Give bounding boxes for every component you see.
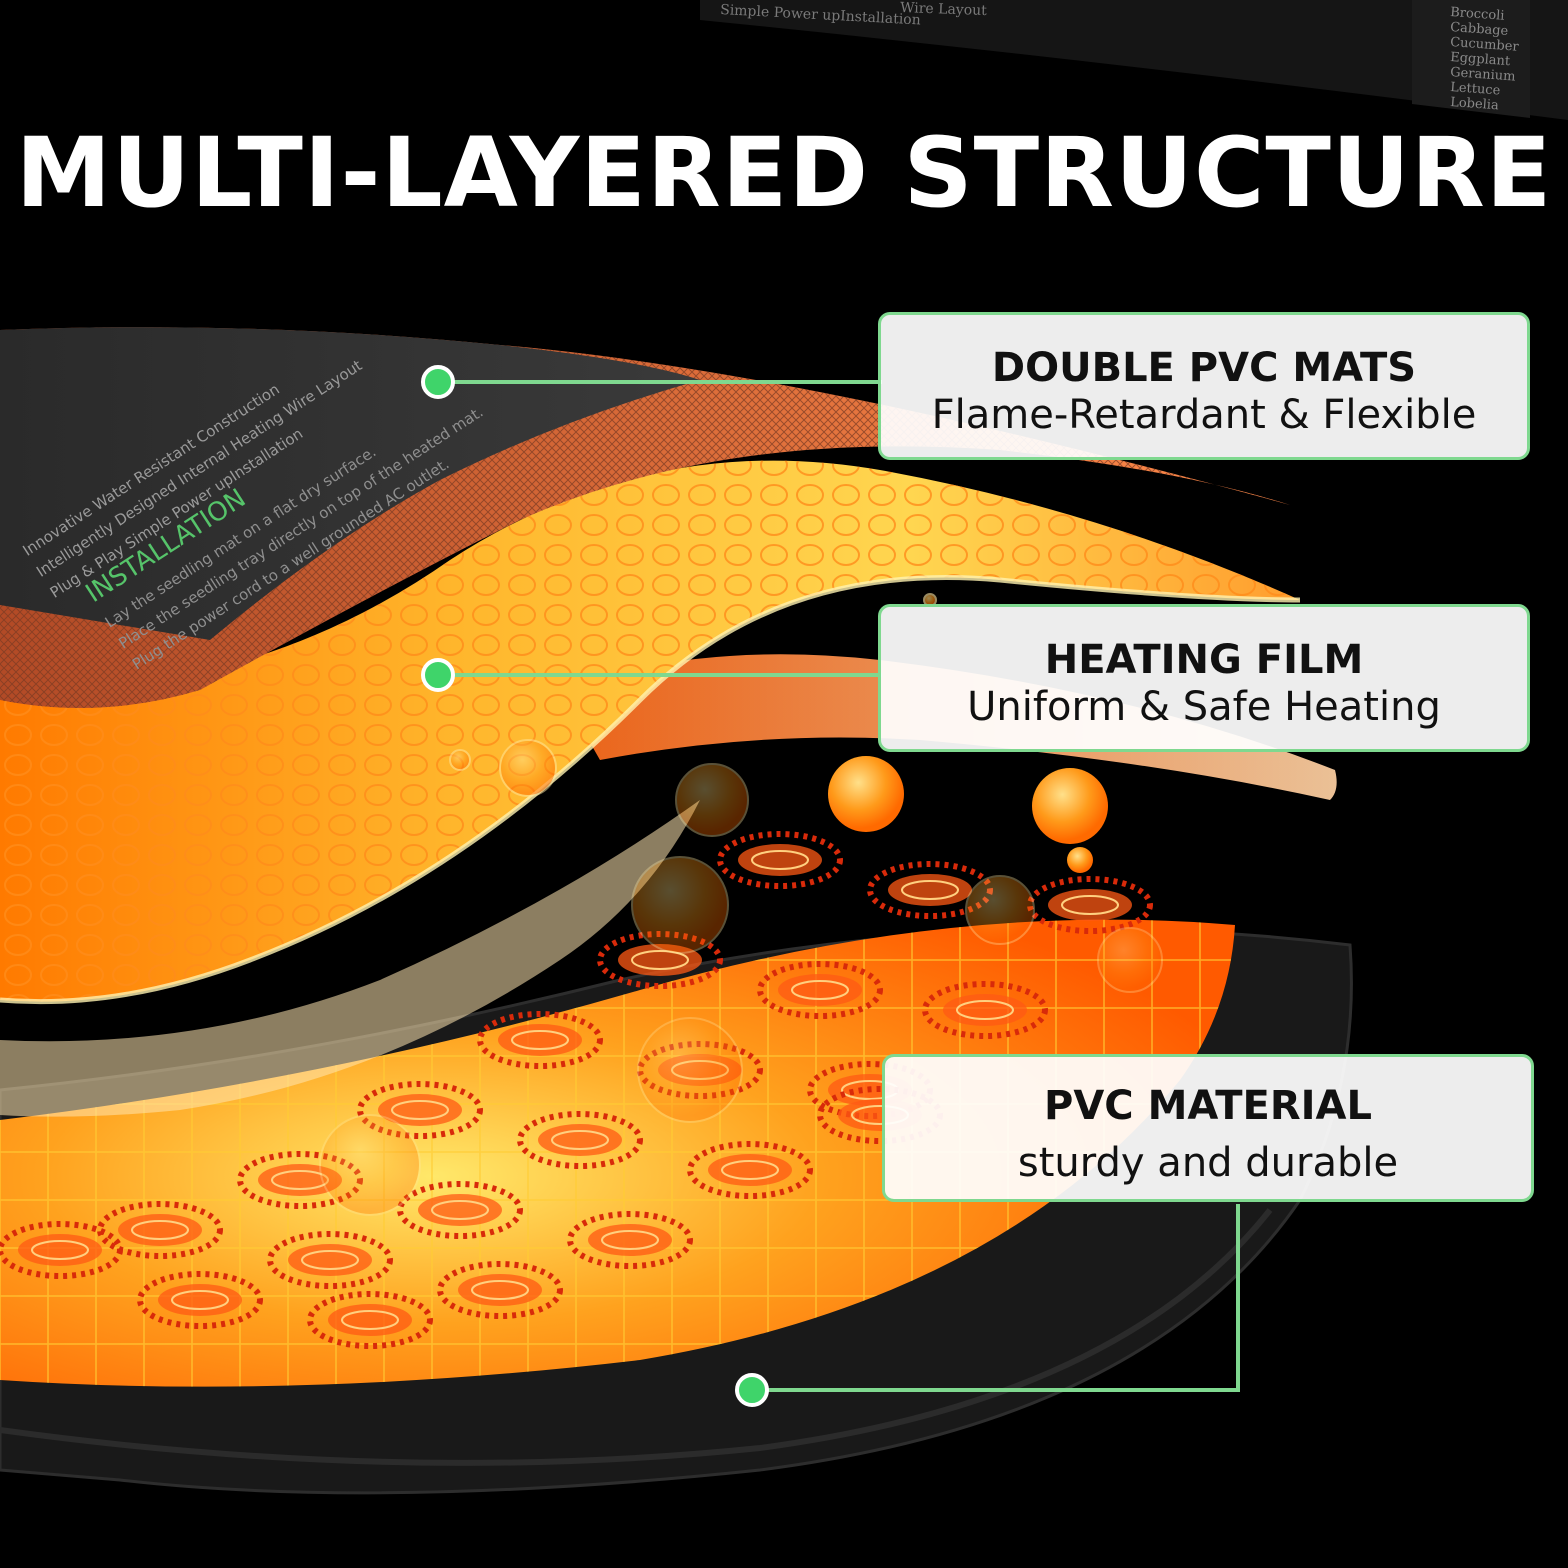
plant-name: Eggplant bbox=[1450, 50, 1512, 69]
plant-name: Cucumber bbox=[1450, 35, 1520, 55]
plant-name: Lobelia bbox=[1450, 95, 1500, 113]
heat-bubble bbox=[319, 1114, 421, 1216]
heater-node bbox=[1027, 876, 1153, 934]
callout-heading: HEATING FILM bbox=[1044, 637, 1364, 683]
heat-bubble bbox=[637, 1017, 743, 1123]
plant-name: Cabbage bbox=[1450, 20, 1509, 39]
heater-node bbox=[267, 1231, 393, 1289]
plant-list: BroccoliCabbageCucumberEggplantGeraniumL… bbox=[1450, 5, 1520, 113]
callout-double-pvc-mats: DOUBLE PVC MATS Flame-Retardant & Flexib… bbox=[878, 312, 1530, 460]
marker-dot-1 bbox=[421, 365, 455, 399]
callout-subtitle: sturdy and durable bbox=[1017, 1140, 1399, 1186]
heat-bubble bbox=[1097, 927, 1163, 993]
callout-pvc-material: PVC MATERIAL sturdy and durable bbox=[882, 1054, 1534, 1202]
heater-node bbox=[0, 1221, 123, 1279]
callout-subtitle: Uniform & Safe Heating bbox=[967, 684, 1441, 730]
heat-bubble bbox=[1032, 768, 1108, 844]
heater-node bbox=[757, 961, 883, 1019]
heat-bubbles bbox=[319, 593, 1163, 1216]
heater-node bbox=[922, 981, 1048, 1039]
marker-dot-2 bbox=[421, 658, 455, 692]
heat-bubble bbox=[675, 763, 749, 837]
marker-dot-3 bbox=[735, 1373, 769, 1407]
heater-node bbox=[307, 1291, 433, 1349]
heat-bubble bbox=[1067, 847, 1093, 873]
plant-name: Geranium bbox=[1450, 65, 1516, 85]
heat-bubble bbox=[965, 875, 1035, 945]
heater-node bbox=[437, 1261, 563, 1319]
heater-node bbox=[687, 1141, 813, 1199]
heater-node bbox=[97, 1201, 223, 1259]
heater-node bbox=[397, 1181, 523, 1239]
heat-bubble bbox=[828, 756, 904, 832]
connector-double-pvc bbox=[421, 365, 882, 399]
heater-node bbox=[717, 831, 843, 889]
heater-node bbox=[357, 1081, 483, 1139]
heat-bubble bbox=[499, 739, 557, 797]
plant-name: Broccoli bbox=[1450, 5, 1505, 24]
callout-heating-film: HEATING FILM Uniform & Safe Heating bbox=[878, 604, 1530, 752]
heater-node bbox=[517, 1111, 643, 1169]
plant-name: Lettuce bbox=[1450, 80, 1501, 98]
top-pvc-mat: INSTALLATION Lay the seedling mat on a f… bbox=[0, 327, 1290, 708]
callout-heading: PVC MATERIAL bbox=[1044, 1083, 1372, 1129]
page-title: MULTI-LAYERED STRUCTURE bbox=[15, 117, 1553, 229]
heater-node bbox=[567, 1211, 693, 1269]
callout-heading: DOUBLE PVC MATS bbox=[991, 345, 1417, 391]
heat-bubble bbox=[631, 856, 729, 954]
background-mat: Wire Layout Simple Power upInstallation … bbox=[700, 0, 1568, 120]
connector-pvc-material bbox=[735, 1204, 1240, 1407]
heat-bubble bbox=[449, 749, 471, 771]
callout-subtitle: Flame-Retardant & Flexible bbox=[931, 392, 1477, 438]
heater-node bbox=[137, 1271, 263, 1329]
heater-node bbox=[477, 1011, 603, 1069]
background-wire-layout: Wire Layout bbox=[900, 0, 988, 19]
connector-heating-film bbox=[421, 658, 882, 692]
